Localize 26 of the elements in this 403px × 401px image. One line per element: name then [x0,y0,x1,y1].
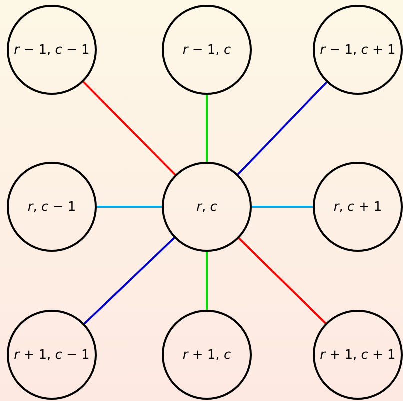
cell-coordinate: r − 1, c [182,42,232,58]
grid-cell-circle [7,162,97,252]
grid-cell-circle [313,310,403,400]
connector-line [206,252,208,310]
cell-coordinate: r + 1, c − 1 [14,348,90,362]
connector-line [97,206,162,208]
cell-coordinate: r, c [196,200,218,214]
cell-coordinate: r + 1, c + 1 [320,348,396,362]
connector-line [237,82,328,176]
grid-cell-circle [313,5,403,95]
grid-cell-circle [162,162,252,252]
grid-cell-circle [7,5,97,95]
grid-cell-circle [7,310,97,400]
connector-line [238,238,327,324]
connector-line [252,206,313,208]
grid-cell-circle [162,5,252,95]
cell-coordinate: r, c − 1 [28,200,76,214]
connector-line [84,237,176,325]
cell-coordinate: r − 1, c + 1 [320,42,396,58]
grid-cell-circle [162,310,252,400]
connector-line [206,95,208,162]
cell-coordinate: r, c + 1 [334,200,382,214]
cell-coordinate: r − 1, c − 1 [14,42,90,58]
cell-coordinate: r + 1, c [182,348,232,362]
connector-line [82,81,176,176]
grid-cell-circle [313,162,403,252]
